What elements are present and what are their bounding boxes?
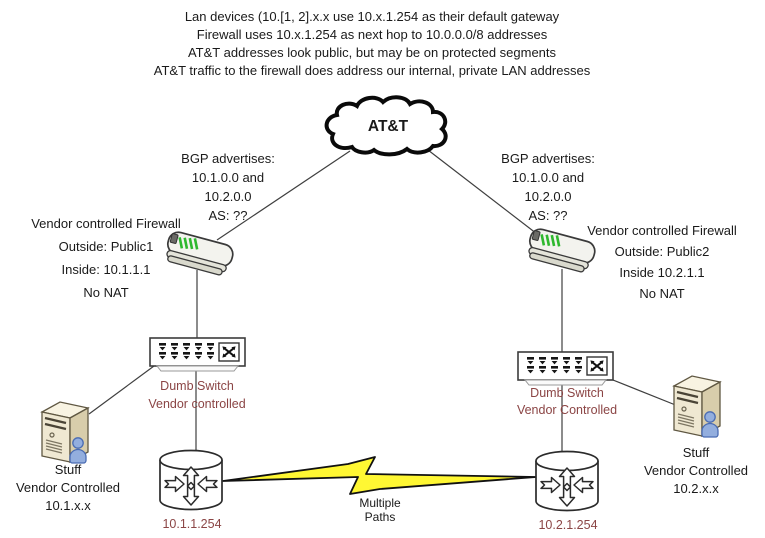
firewall-left-label: Vendor controlled Firewall Outside: Publ…: [31, 212, 181, 304]
bgp-line: 10.2.0.0: [524, 189, 572, 204]
server-left-label: Stuff Vendor Controlled 10.1.x.x: [16, 461, 120, 515]
bgp-line: BGP advertises:: [181, 151, 275, 166]
switch-right-icon: [518, 352, 613, 385]
multiple-paths-label: Multiple Paths: [359, 496, 400, 524]
router-right-label: 10.2.1.254: [538, 518, 598, 532]
switch-right-label: Dumb Switch Vendor Controlled: [517, 385, 617, 419]
note-line: Firewall uses 10.x.1.254 as next hop to …: [196, 27, 548, 42]
firewall-right-label: Vendor controlled Firewall Outside: Publ…: [587, 220, 737, 304]
firewall-label-line: No NAT: [83, 285, 129, 300]
att-cloud-label: AT&T: [367, 118, 409, 135]
bgp-line: 10.1.0.0 and: [191, 170, 265, 185]
switch-label-line: Vendor controlled: [148, 397, 246, 411]
note-line: AT&T addresses look public, but may be o…: [187, 45, 557, 60]
firewall-label-line: Inside 10.2.1.1: [619, 265, 705, 280]
firewall-label-line: Vendor controlled Firewall: [31, 216, 181, 231]
bgp-line: 10.1.0.0 and: [511, 170, 585, 185]
switch-left-icon: [150, 338, 245, 371]
att-cloud-icon: [324, 95, 448, 157]
router-right-icon: [536, 452, 598, 511]
bgp-line: AS: ??: [528, 208, 568, 223]
server-label-line: Stuff: [54, 462, 82, 477]
firewall-label-line: Outside: Public2: [614, 244, 710, 259]
switch-label-line: Dumb Switch: [530, 386, 604, 400]
lightning-bolt-icon: [222, 456, 537, 495]
firewall-label-line: Outside: Public1: [58, 239, 154, 254]
link-cloud-to-firewall-right: [427, 149, 542, 238]
link-switch-left-to-server-left: [88, 365, 155, 415]
multiple-paths-line: Multiple: [359, 496, 401, 510]
bgp-left-label: BGP advertises: 10.1.0.0 and 10.2.0.0 AS…: [181, 149, 275, 225]
firewall-label-line: Inside: 10.1.1.1: [61, 262, 151, 277]
firewall-label-line: Vendor controlled Firewall: [587, 223, 737, 238]
server-label-line: 10.1.x.x: [45, 498, 91, 513]
server-label-line: Vendor Controlled: [15, 480, 121, 495]
router-left-label: 10.1.1.254: [162, 517, 222, 531]
bgp-line: 10.2.0.0: [204, 189, 252, 204]
switch-label-line: Vendor Controlled: [516, 403, 618, 417]
note-line: Lan devices (10.[1, 2].x.x use 10.x.1.25…: [184, 9, 560, 24]
bgp-right-label: BGP advertises: 10.1.0.0 and 10.2.0.0 AS…: [501, 149, 595, 225]
note-line: AT&T traffic to the firewall does addres…: [153, 63, 591, 78]
switch-left-label: Dumb Switch Vendor controlled: [148, 377, 245, 413]
server-right-icon: [672, 374, 722, 439]
link-switch-right-to-server-right: [607, 377, 679, 407]
server-right-label: Stuff Vendor Controlled 10.2.x.x: [644, 444, 748, 498]
bgp-line: BGP advertises:: [501, 151, 595, 166]
notes-block: Lan devices (10.[1, 2].x.x use 10.x.1.25…: [154, 8, 590, 80]
server-label-line: Stuff: [682, 445, 710, 460]
server-label-line: Vendor Controlled: [643, 463, 749, 478]
switch-label-line: Dumb Switch: [160, 379, 234, 393]
server-label-line: 10.2.x.x: [673, 481, 719, 496]
bgp-line: AS: ??: [208, 208, 248, 223]
router-left-icon: [160, 451, 222, 510]
server-left-icon: [40, 400, 90, 465]
link-cloud-to-firewall-left: [216, 150, 351, 241]
multiple-paths-line: Paths: [364, 510, 396, 524]
firewall-label-line: No NAT: [639, 286, 685, 301]
